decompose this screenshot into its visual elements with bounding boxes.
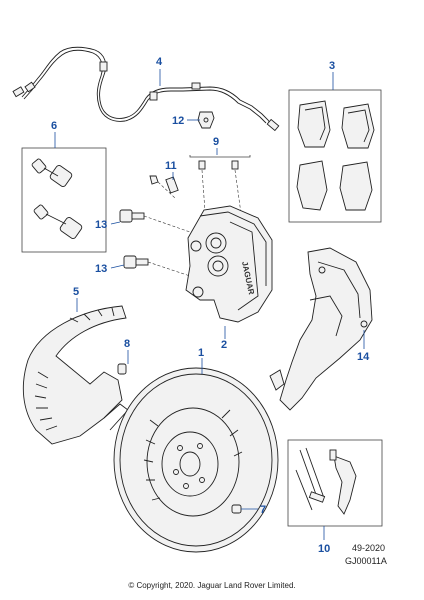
disc-screw-7 — [231, 504, 242, 514]
callout-11: 11 — [165, 160, 177, 172]
callout-7: 7 — [260, 504, 266, 516]
sensor-bracket — [197, 111, 215, 129]
image-code: GJ00011A — [345, 556, 387, 566]
callout-1: 1 — [198, 347, 204, 359]
callout-13-lower: 13 — [95, 263, 107, 275]
callout-6: 6 — [51, 120, 57, 132]
reference-code: 49-2020 — [352, 543, 386, 553]
guide-pins — [31, 158, 83, 239]
callout-14: 14 — [357, 351, 370, 363]
fitting-kit-box — [287, 439, 383, 527]
callout-9: 9 — [213, 136, 219, 148]
leader-lines — [54, 69, 365, 540]
callout-5: 5 — [73, 286, 79, 298]
wear-sensor-wire — [12, 46, 280, 132]
brake-pads — [296, 100, 375, 211]
fitting-kit — [295, 447, 357, 515]
callout-10: 10 — [318, 543, 330, 555]
callout-8: 8 — [124, 338, 130, 350]
splash-shield — [22, 305, 129, 445]
copyright-notice: © Copyright, 2020. Jaguar Land Rover Lim… — [128, 581, 296, 590]
guide-pin-box — [21, 147, 107, 253]
brake-pads-box — [288, 89, 382, 223]
callout-2: 2 — [221, 339, 227, 351]
shield-bolt-8 — [117, 363, 127, 375]
callout-4: 4 — [156, 56, 163, 68]
callout-3: 3 — [329, 60, 335, 72]
dust-shield — [269, 247, 373, 411]
caliper-bolts — [119, 209, 197, 279]
screw-11 — [149, 175, 179, 199]
callout-13-upper: 13 — [95, 219, 107, 231]
brake-disc — [113, 367, 279, 553]
bolt-kit-bracket — [189, 155, 251, 158]
callout-12: 12 — [172, 115, 184, 127]
brake-caliper: JAGUAR — [185, 205, 273, 323]
